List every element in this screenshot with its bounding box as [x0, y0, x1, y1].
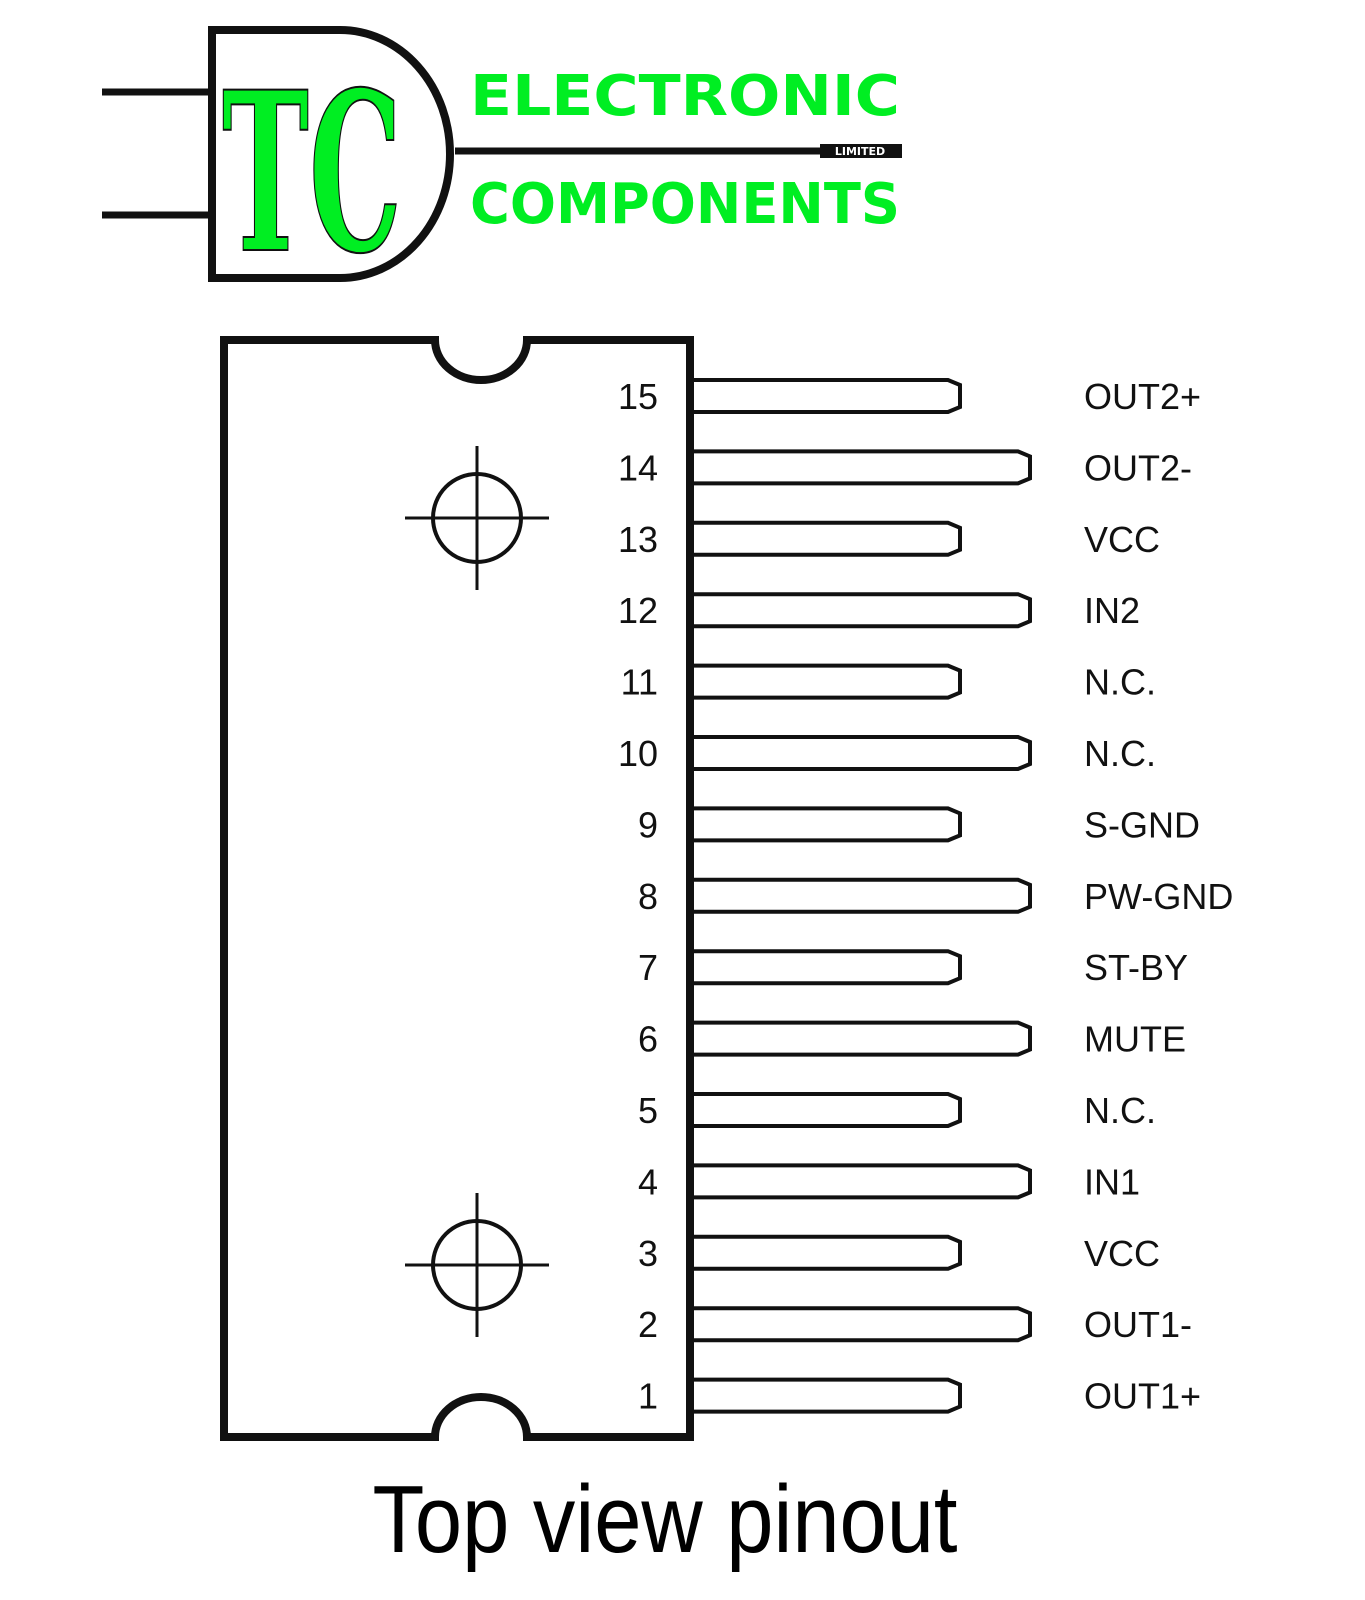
pin-label: N.C. [1084, 733, 1156, 774]
pin-number: 7 [638, 947, 658, 988]
mounting-hole-top [405, 446, 549, 590]
pin-label: IN2 [1084, 590, 1140, 631]
pin-label: ST-BY [1084, 947, 1188, 988]
pin-lead [694, 877, 1032, 914]
pin-lead [694, 1163, 1032, 1200]
logo-tag-bar [820, 144, 902, 158]
pin-number: 5 [638, 1090, 658, 1131]
pin-label: N.C. [1084, 662, 1156, 703]
pin-label: N.C. [1084, 1090, 1156, 1131]
logo-tag: LIMITED [835, 145, 885, 158]
ic-package [220, 336, 694, 1441]
pin-8: 8 PW-GND [638, 876, 1233, 917]
pin-lead [694, 1377, 962, 1414]
pin-label: PW-GND [1084, 876, 1233, 917]
pin-6: 6 MUTE [638, 1019, 1186, 1060]
ic-body-outline [220, 336, 694, 1441]
pin-13: 13 VCC [618, 519, 1160, 560]
pin-12: 12 IN2 [618, 590, 1140, 631]
pin-lead [694, 520, 962, 557]
pin-number: 8 [638, 876, 658, 917]
pin-label: IN1 [1084, 1161, 1140, 1202]
pin-7: 7 ST-BY [638, 947, 1188, 988]
logo-letters: TC [222, 43, 402, 302]
pin-label: OUT2+ [1084, 376, 1201, 417]
pin-lead [694, 1306, 1032, 1343]
pin-number: 2 [638, 1304, 658, 1345]
logo-d-shape [208, 26, 454, 282]
logo-line-1: ELECTRONIC [470, 64, 900, 129]
pin-lead [694, 949, 962, 986]
company-logo: TC LIMITED ELECTRONIC COMPONENTS [102, 26, 902, 303]
pin-number: 1 [638, 1376, 658, 1417]
pin-number: 13 [618, 519, 658, 560]
pin-lead [694, 378, 962, 414]
pin-label: S-GND [1084, 804, 1200, 845]
pin-label: VCC [1084, 519, 1160, 560]
mounting-hole-bottom [405, 1193, 549, 1337]
pin-lead [694, 449, 1032, 486]
pin-number: 15 [618, 376, 658, 417]
pin-lead [694, 806, 962, 843]
pin-9: 9 S-GND [638, 804, 1200, 845]
pin-15: 15 OUT2+ [618, 376, 1201, 417]
pin-lead [694, 1234, 962, 1271]
pin-number: 3 [638, 1233, 658, 1274]
pin-14: 14 OUT2- [618, 447, 1192, 488]
pin-lead [694, 1092, 962, 1128]
pin-number: 4 [638, 1161, 658, 1202]
pin-number: 14 [618, 447, 658, 488]
pin-number: 10 [618, 733, 658, 774]
pin-number: 11 [621, 662, 658, 703]
pin-1: 1 OUT1+ [638, 1376, 1201, 1417]
pin-lead [694, 1020, 1032, 1057]
pin-lead [694, 663, 962, 700]
pin-3: 3 VCC [638, 1233, 1160, 1274]
logo-line-2: COMPONENTS [470, 172, 900, 237]
pin-number: 6 [638, 1019, 658, 1060]
pin-2: 2 OUT1- [638, 1304, 1192, 1345]
pin-label: OUT1- [1084, 1304, 1192, 1345]
pin-label: OUT1+ [1084, 1376, 1201, 1417]
pin-lead [694, 592, 1032, 629]
pin-lead [694, 735, 1032, 771]
pin-number: 12 [618, 590, 658, 631]
pin-10: 10 N.C. [618, 733, 1156, 774]
pin-label: MUTE [1084, 1019, 1186, 1060]
pin-5: 5 N.C. [638, 1090, 1156, 1131]
pin-11: 11 N.C. [621, 662, 1156, 703]
pin-label: VCC [1084, 1233, 1160, 1274]
pin-4: 4 IN1 [638, 1161, 1140, 1202]
pin-label: OUT2- [1084, 447, 1192, 488]
pin-number: 9 [638, 804, 658, 845]
diagram-caption: Top view pinout [373, 1466, 958, 1573]
